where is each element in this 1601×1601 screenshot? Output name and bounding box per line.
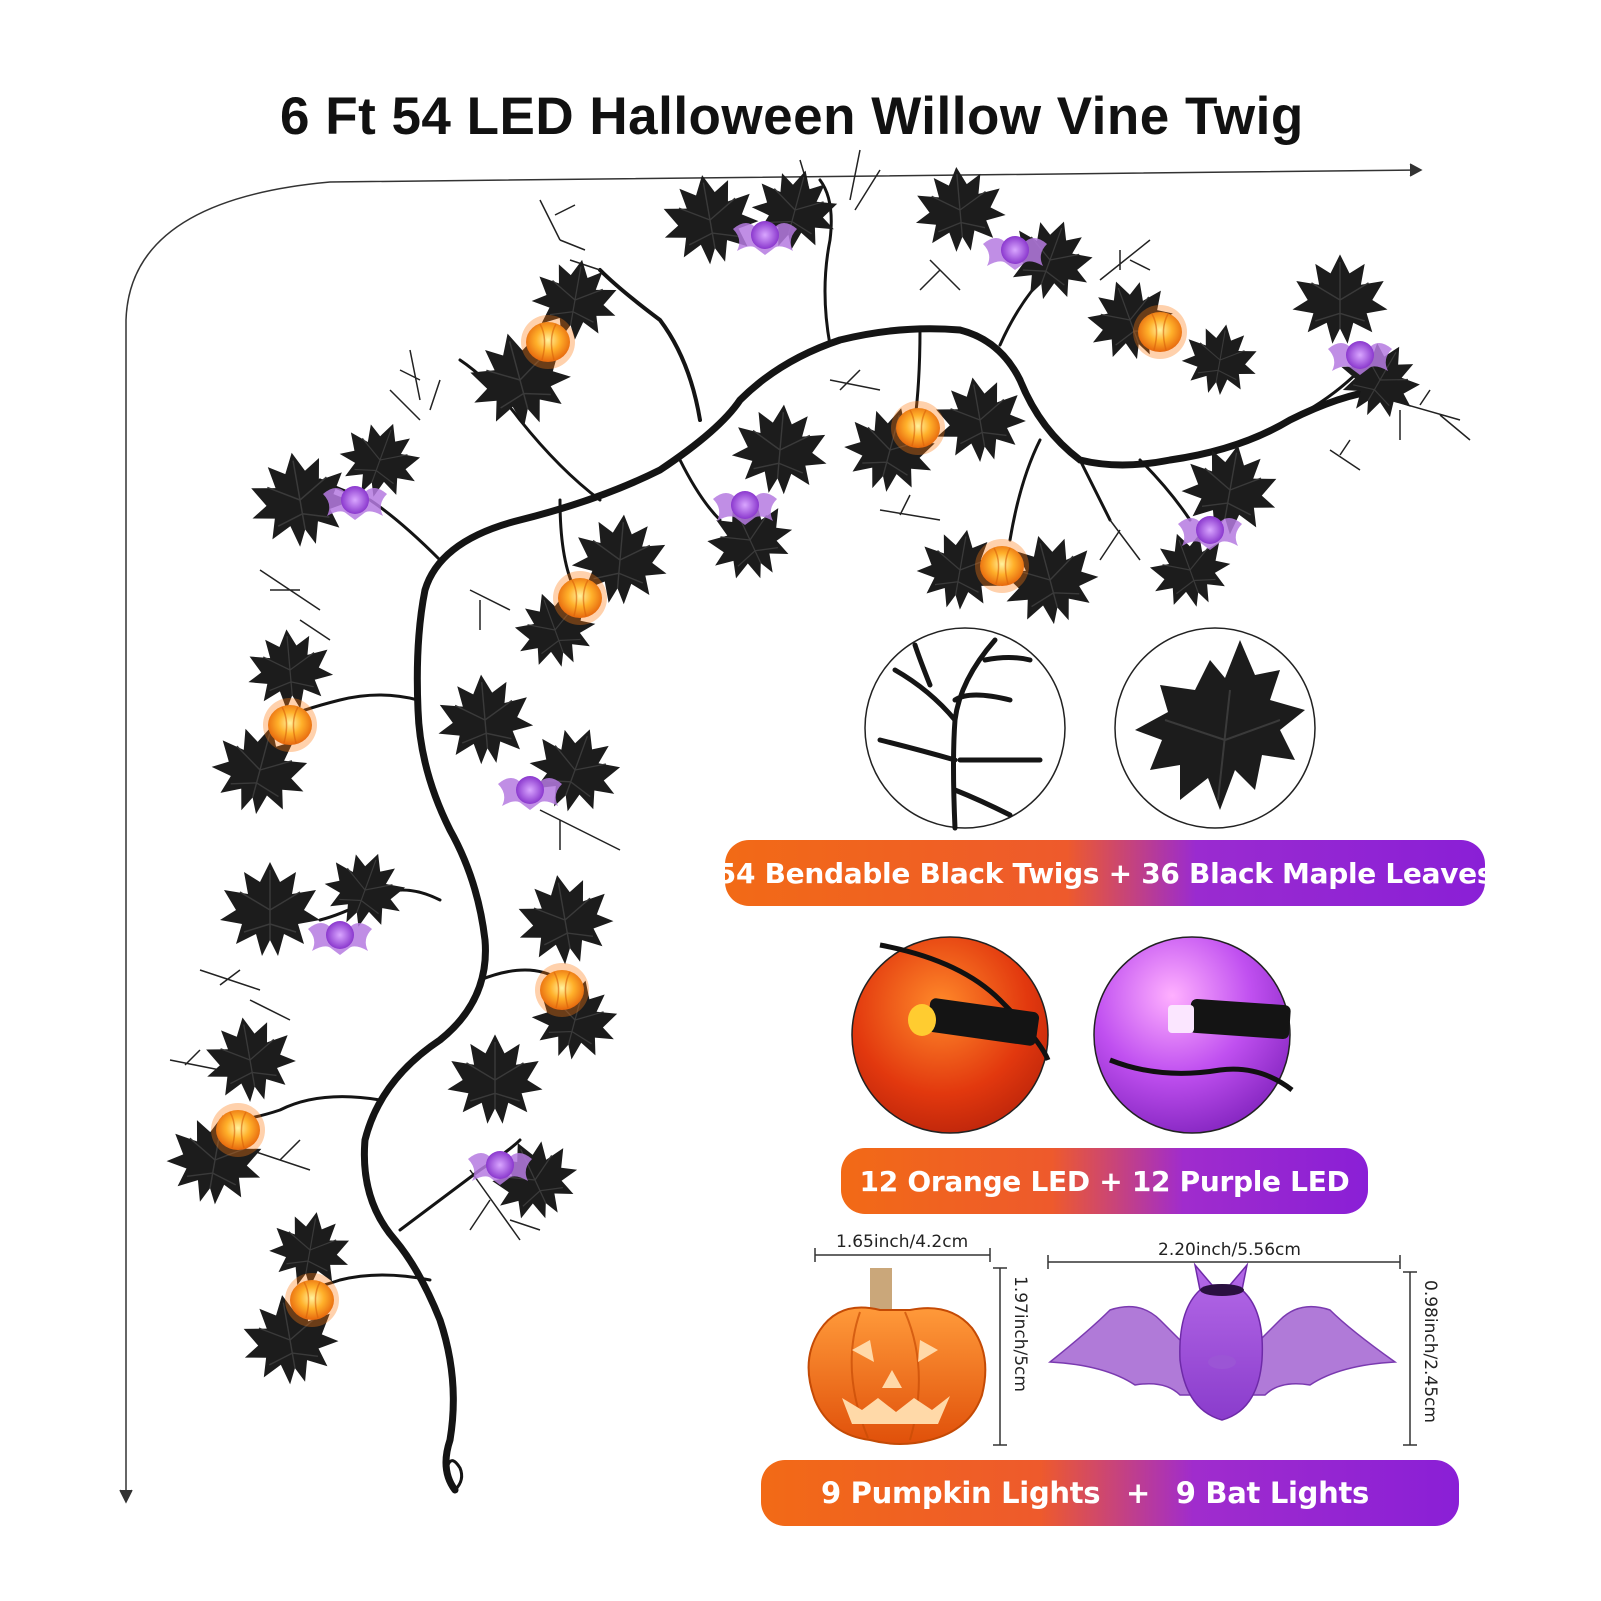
lights-banner: 9 Pumpkin Lights + 9 Bat Lights — [761, 1460, 1459, 1526]
bat-height-label: 0.98inch/2.45cm — [1420, 1280, 1440, 1423]
bat-lights-text: 9 Bat Lights — [1175, 1476, 1370, 1510]
leds-text: 12 Orange LED + 12 Purple LED — [859, 1164, 1350, 1198]
bat-dimension-lines — [1047, 1255, 1417, 1446]
bat-light-icon — [1047, 1262, 1398, 1421]
bat-width-label: 2.20inch/5.56cm — [1158, 1240, 1301, 1260]
pumpkin-lights-text: 9 Pumpkin Lights — [821, 1476, 1101, 1510]
purple-led-icon — [1093, 936, 1294, 1134]
pumpkin-light-icon — [807, 1268, 987, 1445]
plus-text: + — [1126, 1476, 1150, 1510]
twigs-leaves-text: 54 Bendable Black Twigs + 36 Black Maple… — [716, 856, 1494, 890]
leaf-closeup-icon — [1114, 627, 1316, 829]
length-arrow-icon — [119, 163, 1423, 1504]
twigs-leaves-banner: 54 Bendable Black Twigs + 36 Black Maple… — [717, 840, 1494, 906]
pumpkin-width-label: 1.65inch/4.2cm — [836, 1232, 969, 1252]
leds-banner: 12 Orange LED + 12 Purple LED — [841, 1148, 1368, 1214]
pumpkin-dimension-lines — [814, 1248, 1007, 1446]
orange-led-icon — [851, 936, 1051, 1134]
pumpkin-height-label: 1.97inch/5cm — [1010, 1276, 1030, 1392]
product-title: 6 Ft 54 LED Halloween Willow Vine Twig — [280, 87, 1304, 146]
twig-closeup-icon — [864, 627, 1066, 831]
